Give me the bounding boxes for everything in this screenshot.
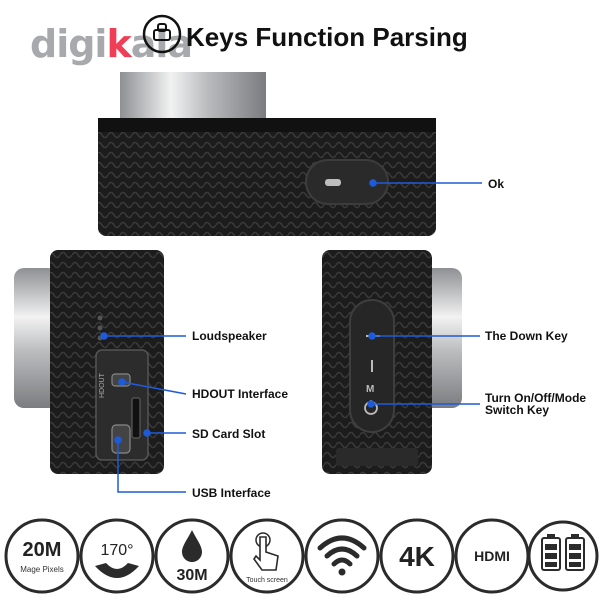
badge-battery bbox=[527, 520, 599, 592]
angle-value: 170° bbox=[100, 542, 133, 559]
label-ok: Ok bbox=[488, 177, 505, 191]
sd-card-slot bbox=[131, 397, 141, 439]
hdout-port-label: HDOUT bbox=[99, 372, 106, 398]
label-usb: USB Interface bbox=[192, 486, 271, 500]
logo-prefix: digi bbox=[30, 22, 107, 66]
ok-indicator bbox=[325, 179, 341, 186]
logo-accent: k bbox=[106, 22, 131, 66]
battery-icon bbox=[541, 534, 585, 571]
wifi-icon bbox=[317, 535, 367, 567]
page-title: Keys Function Parsing bbox=[186, 22, 468, 52]
hand-pointer-icon bbox=[253, 536, 279, 571]
callout-line-hdout bbox=[121, 381, 187, 395]
wide-angle-icon bbox=[95, 563, 139, 578]
label-loudspeaker: Loudspeaker bbox=[192, 329, 267, 343]
resolution-value: 4K bbox=[399, 541, 435, 572]
label-power-key: Turn On/Off/Mode Switch Key bbox=[485, 392, 595, 416]
badge-angle: 170° bbox=[79, 518, 155, 594]
water-drop-icon bbox=[182, 530, 202, 562]
camera-top-view bbox=[98, 72, 436, 236]
badge-hdmi: HDMI bbox=[454, 518, 530, 594]
lens-ring-top bbox=[120, 72, 266, 120]
callout-line-usb bbox=[117, 440, 186, 493]
label-power-line1: Turn On/Off/Mode bbox=[485, 391, 587, 405]
waterproof-value: 30M bbox=[176, 567, 207, 584]
brand-logo: digikala bbox=[30, 22, 193, 66]
callout-lines bbox=[100, 179, 482, 493]
callout-dot-ok bbox=[369, 179, 377, 187]
camera-right-view bbox=[322, 250, 462, 474]
label-power-line2: Switch Key bbox=[485, 403, 550, 417]
ok-button bbox=[305, 159, 389, 205]
camera-left-view bbox=[14, 250, 164, 474]
megapixels-sub: Mage Pixels bbox=[20, 565, 64, 574]
badge-touch: Touch screen bbox=[229, 518, 305, 594]
key-icon bbox=[142, 14, 182, 54]
lens-ring-left bbox=[14, 268, 58, 408]
badge-wifi bbox=[304, 518, 380, 594]
hdmi-value: HDMI bbox=[474, 548, 510, 564]
badge-megapixels: 20M Mage Pixels bbox=[4, 518, 80, 594]
label-sd-card: SD Card Slot bbox=[192, 427, 266, 441]
touch-sub: Touch screen bbox=[246, 577, 288, 584]
speaker-hole bbox=[97, 315, 103, 321]
megapixels-value: 20M bbox=[23, 539, 62, 561]
label-down-key: The Down Key bbox=[485, 329, 568, 343]
mode-label: M bbox=[366, 384, 374, 395]
badge-waterproof: 30M bbox=[154, 518, 230, 594]
badge-4k: 4K bbox=[379, 518, 455, 594]
feature-row: 20M Mage Pixels 170° 30M Touch screen bbox=[4, 518, 599, 594]
label-hdout: HDOUT Interface bbox=[192, 387, 289, 401]
camera-body-top bbox=[98, 118, 436, 236]
